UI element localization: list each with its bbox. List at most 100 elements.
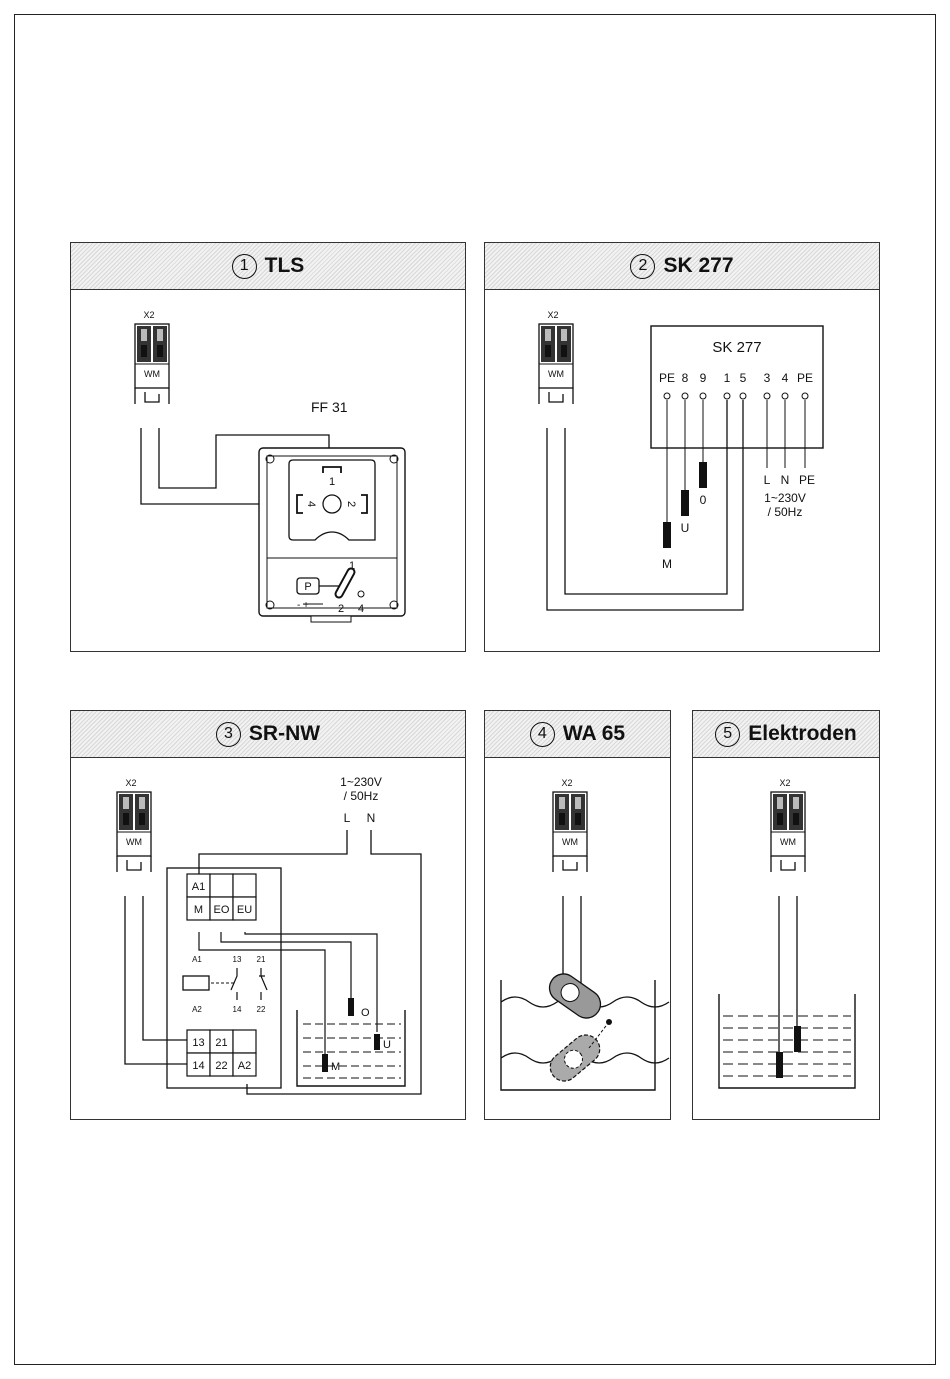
relay-terminal-label: 13	[192, 1037, 204, 1049]
page-frame	[14, 14, 936, 1365]
connector-x2-label: X2	[143, 310, 154, 320]
panel-title: TLS	[265, 254, 305, 278]
terminal-label: 5	[740, 371, 747, 385]
connector-wm-label: WM	[780, 837, 796, 847]
pin-1: 1	[329, 476, 335, 488]
supply-pe-label: PE	[799, 473, 815, 487]
terminal-point	[682, 393, 688, 399]
relay-terminal-label: A2	[238, 1060, 251, 1072]
probe-zero-label: 0	[700, 493, 707, 507]
terminal-point	[764, 393, 770, 399]
panel-number: 5	[715, 722, 740, 747]
terminal-label: 3	[764, 371, 771, 385]
device-label: FF 31	[311, 399, 348, 415]
probe-o-label: O	[361, 1007, 370, 1019]
probe-u-label: U	[383, 1039, 391, 1051]
terminal-label: PE	[659, 371, 675, 385]
relay-terminal-cell	[233, 1030, 256, 1053]
terminal-label: 4	[782, 371, 789, 385]
x2-connector: X2 WM	[135, 310, 169, 404]
panel-number: 4	[530, 722, 555, 747]
switch-direction-label: - +	[297, 600, 309, 611]
switch-pin-2: 2	[338, 603, 344, 615]
panel-elektroden: 5 Elektroden X2 WM	[692, 710, 880, 1120]
panel-title: SK 277	[663, 254, 733, 278]
connector-x2-label: X2	[561, 778, 572, 788]
probe-u-label: U	[681, 521, 690, 535]
connector-wm-label: WM	[562, 837, 578, 847]
contact-14-label: 14	[233, 1005, 242, 1014]
probe-m-label: M	[662, 557, 672, 571]
relay-terminal-label: 22	[215, 1060, 227, 1072]
wa65-diagram: X2 WM	[485, 758, 670, 1120]
relay-terminal-label: EU	[237, 904, 252, 916]
pin-4: 4	[305, 501, 317, 507]
tls-diagram: X2 WM FF 31 1 4 2	[71, 290, 465, 652]
terminal-label: PE	[797, 371, 813, 385]
relay-coil	[183, 976, 209, 990]
pin-2: 2	[345, 501, 357, 507]
relay-terminal-label: A1	[192, 881, 205, 893]
terminal-label: 9	[700, 371, 707, 385]
terminal-point	[802, 393, 808, 399]
probe-m-label: M	[331, 1061, 340, 1073]
contact-13-label: 13	[233, 955, 242, 964]
supply-n-label: N	[781, 473, 790, 487]
supply-frequency-label: / 50Hz	[768, 505, 803, 519]
connector-wm-label: WM	[126, 837, 142, 847]
panel-number: 2	[630, 254, 655, 279]
panel-elektroden-header: 5 Elektroden	[693, 711, 879, 758]
relay-top-terminals: A1M EO EU	[187, 874, 256, 920]
relay-bottom-terminals: 13 21 14 22 A2	[187, 1030, 256, 1076]
connector-x2-label: X2	[547, 310, 558, 320]
coil-a1-label: A1	[192, 955, 202, 964]
tank	[719, 994, 855, 1088]
contact-22-label: 22	[257, 1005, 266, 1014]
panel-title: SR-NW	[249, 722, 320, 746]
relay-terminal-cell	[233, 874, 256, 897]
panel-srnw-header: 3 SR-NW	[71, 711, 465, 758]
terminal-point	[782, 393, 788, 399]
supply-voltage-label: 1~230V	[340, 775, 382, 789]
panel-tls-header: 1 TLS	[71, 243, 465, 290]
panel-number: 1	[232, 254, 257, 279]
supply-frequency-label: / 50Hz	[344, 789, 379, 803]
panel-tls: 1 TLS X2 WM FF 31 1 4	[70, 242, 466, 652]
panel-sk277-header: 2 SK 277	[485, 243, 879, 290]
contact-21-label: 21	[257, 955, 266, 964]
supply-voltage-label: 1~230V	[764, 491, 806, 505]
switch-pin-4: 4	[358, 603, 364, 615]
coil-a2-label: A2	[192, 1005, 202, 1014]
terminal-point	[700, 393, 706, 399]
relay-terminal-label: 14	[192, 1060, 204, 1072]
supply-n-label: N	[367, 811, 376, 825]
supply-l-label: L	[344, 811, 351, 825]
terminal-point	[724, 393, 730, 399]
connector-x2-label: X2	[125, 778, 136, 788]
device-label: SK 277	[712, 339, 761, 356]
relay-terminal-label: M	[194, 904, 203, 916]
supply-l-label: L	[764, 473, 771, 487]
connector-x2-label: X2	[779, 778, 790, 788]
ff31-housing: 1 4 2 P 1 2 4 - +	[259, 448, 405, 622]
electrode-long	[776, 1052, 783, 1078]
panel-number: 3	[216, 722, 241, 747]
relay-terminal-label: 21	[215, 1037, 227, 1049]
switch-pin-1: 1	[349, 560, 355, 572]
connector-wm-label: WM	[548, 369, 564, 379]
terminal-point	[740, 393, 746, 399]
panel-title: Elektroden	[748, 722, 857, 746]
terminal-label: 1	[724, 371, 731, 385]
relay-terminal-label: EO	[214, 904, 230, 916]
terminal-label: 8	[682, 371, 689, 385]
electrode-short	[794, 1026, 801, 1052]
float-switch-up	[544, 968, 606, 1023]
relay-terminal-cell	[210, 874, 233, 897]
connector-wm-label: WM	[144, 369, 160, 379]
